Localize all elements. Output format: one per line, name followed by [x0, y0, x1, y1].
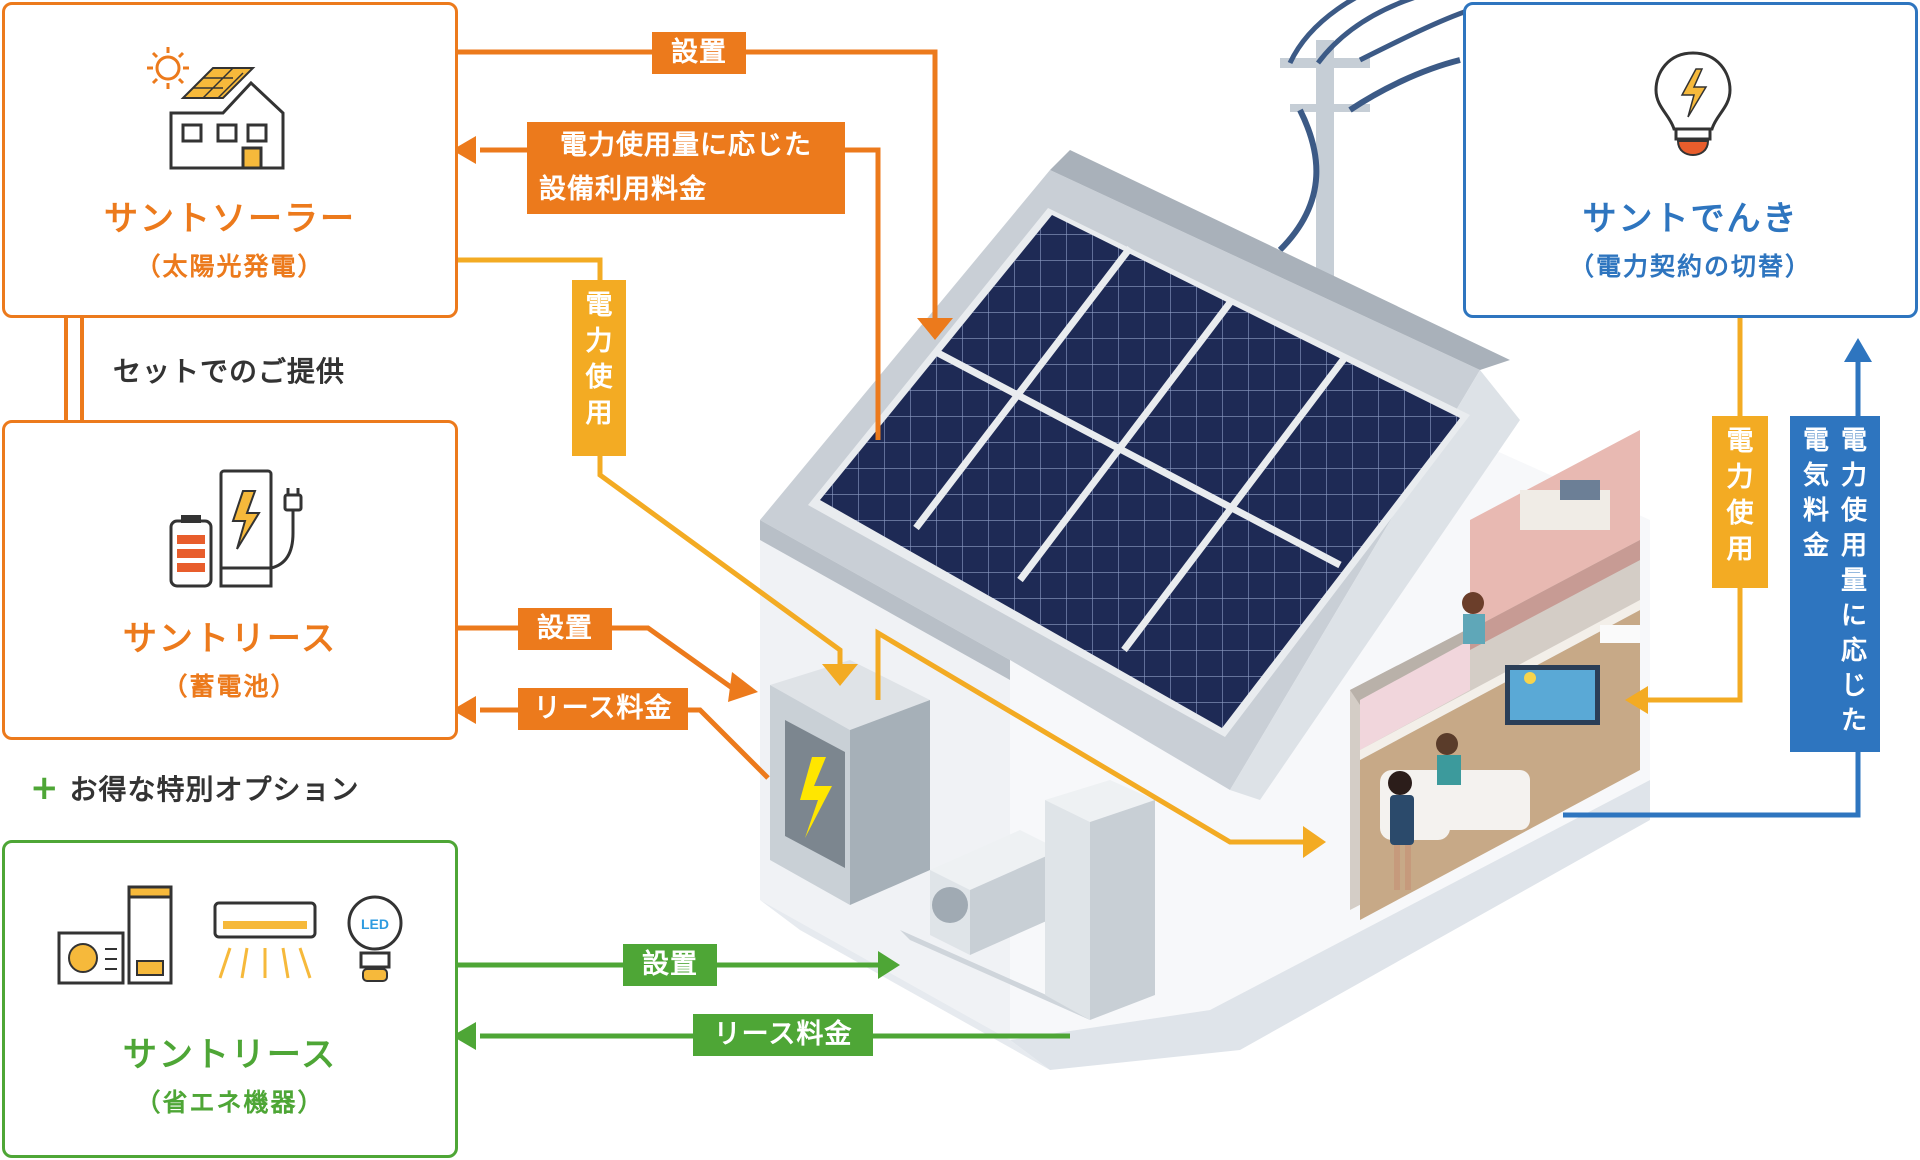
solar-service-box[interactable]: サントソーラー （太陽光発電）: [2, 2, 458, 318]
led-bulb-icon: LED: [347, 895, 403, 982]
solar-install-label: 設置: [652, 32, 746, 74]
battery-lease-fee-label: リース料金: [518, 688, 688, 730]
electricity-subtitle: （電力契約の切替）: [1568, 252, 1812, 281]
electricity-power-use-label: 電 力 使 用: [1712, 416, 1768, 588]
battery-icon: [169, 469, 303, 588]
electricity-title: サントでんき: [1582, 199, 1799, 239]
solar-fee-label: 電力使用量に応じた 設備利用料金: [527, 122, 845, 214]
solar-house-icon: [147, 47, 285, 170]
electricity-service-box[interactable]: サントでんき （電力契約の切替）: [1463, 2, 1918, 318]
appliance-lease-fee-label: リース料金: [693, 1014, 873, 1056]
battery-install-label: 設置: [518, 608, 612, 650]
battery-subtitle: （蓄電池）: [162, 672, 298, 701]
led-label: LED: [361, 916, 389, 932]
special-option-note: + お得な特別オプション: [30, 768, 360, 808]
solar-power-use-label: 電 力 使 用: [572, 280, 626, 456]
plus-icon: +: [30, 768, 60, 808]
set-offer-note: セットでのご提供: [113, 355, 346, 388]
battery-unit: [770, 660, 930, 905]
appliance-title: サントリース: [122, 1035, 338, 1075]
electricity-fee-label: 電 力 使 用 量 に 応 じ た 電 気 料 金: [1790, 416, 1880, 752]
solar-fee-line2: 設備利用料金: [539, 174, 707, 205]
electricity-fee-col2: 電 力 使 用 量 に 応 じ た: [1840, 426, 1867, 736]
appliance-subtitle: （省エネ機器）: [135, 1088, 325, 1117]
solar-fee-line1: 電力使用量に応じた: [560, 130, 812, 161]
solar-subtitle: （太陽光発電）: [135, 252, 325, 281]
solar-title: サントソーラー: [104, 199, 356, 239]
appliance-install-label: 設置: [623, 944, 717, 986]
solar-panels: [808, 208, 1470, 737]
battery-lease-box[interactable]: サントリース （蓄電池）: [2, 420, 458, 740]
electricity-fee-col1: 電 気 料 金: [1802, 426, 1829, 561]
appliance-icons: LED: [57, 885, 403, 985]
utility-pole: [1277, 0, 1471, 290]
outdoor-equipment: [900, 780, 1155, 1020]
heat-pump-icon: [57, 885, 173, 985]
battery-title: サントリース: [122, 619, 338, 659]
air-conditioner-icon: [213, 901, 317, 979]
special-option-text: お得な特別オプション: [69, 773, 360, 806]
appliance-lease-box[interactable]: LED サントリース （省エネ機器）: [2, 840, 458, 1158]
light-bulb-icon: [1654, 51, 1732, 157]
